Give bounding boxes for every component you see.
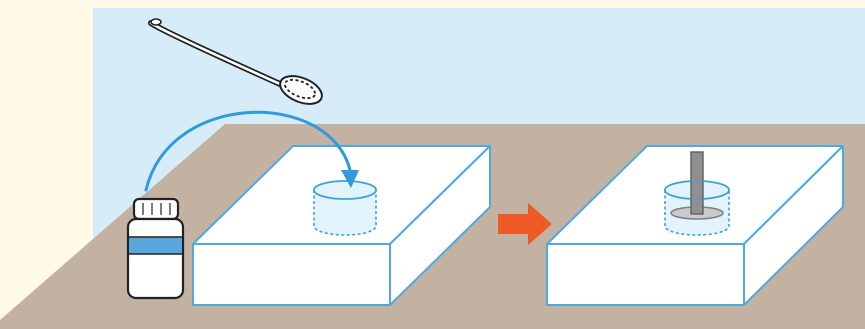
block-right-side [743, 145, 844, 306]
metal-rod-icon [664, 151, 730, 220]
block-right [546, 145, 844, 306]
curved-arrow-icon [144, 110, 359, 192]
spoon-with-powder-icon [148, 18, 323, 105]
cup-left [313, 180, 377, 236]
block-right-front [546, 243, 745, 306]
block-left-side [389, 145, 491, 306]
reagent-bottle-icon [126, 197, 185, 300]
cup-right [664, 151, 730, 236]
block-left-front [192, 243, 391, 306]
block-left [192, 145, 491, 306]
right-arrow-icon [498, 203, 552, 245]
